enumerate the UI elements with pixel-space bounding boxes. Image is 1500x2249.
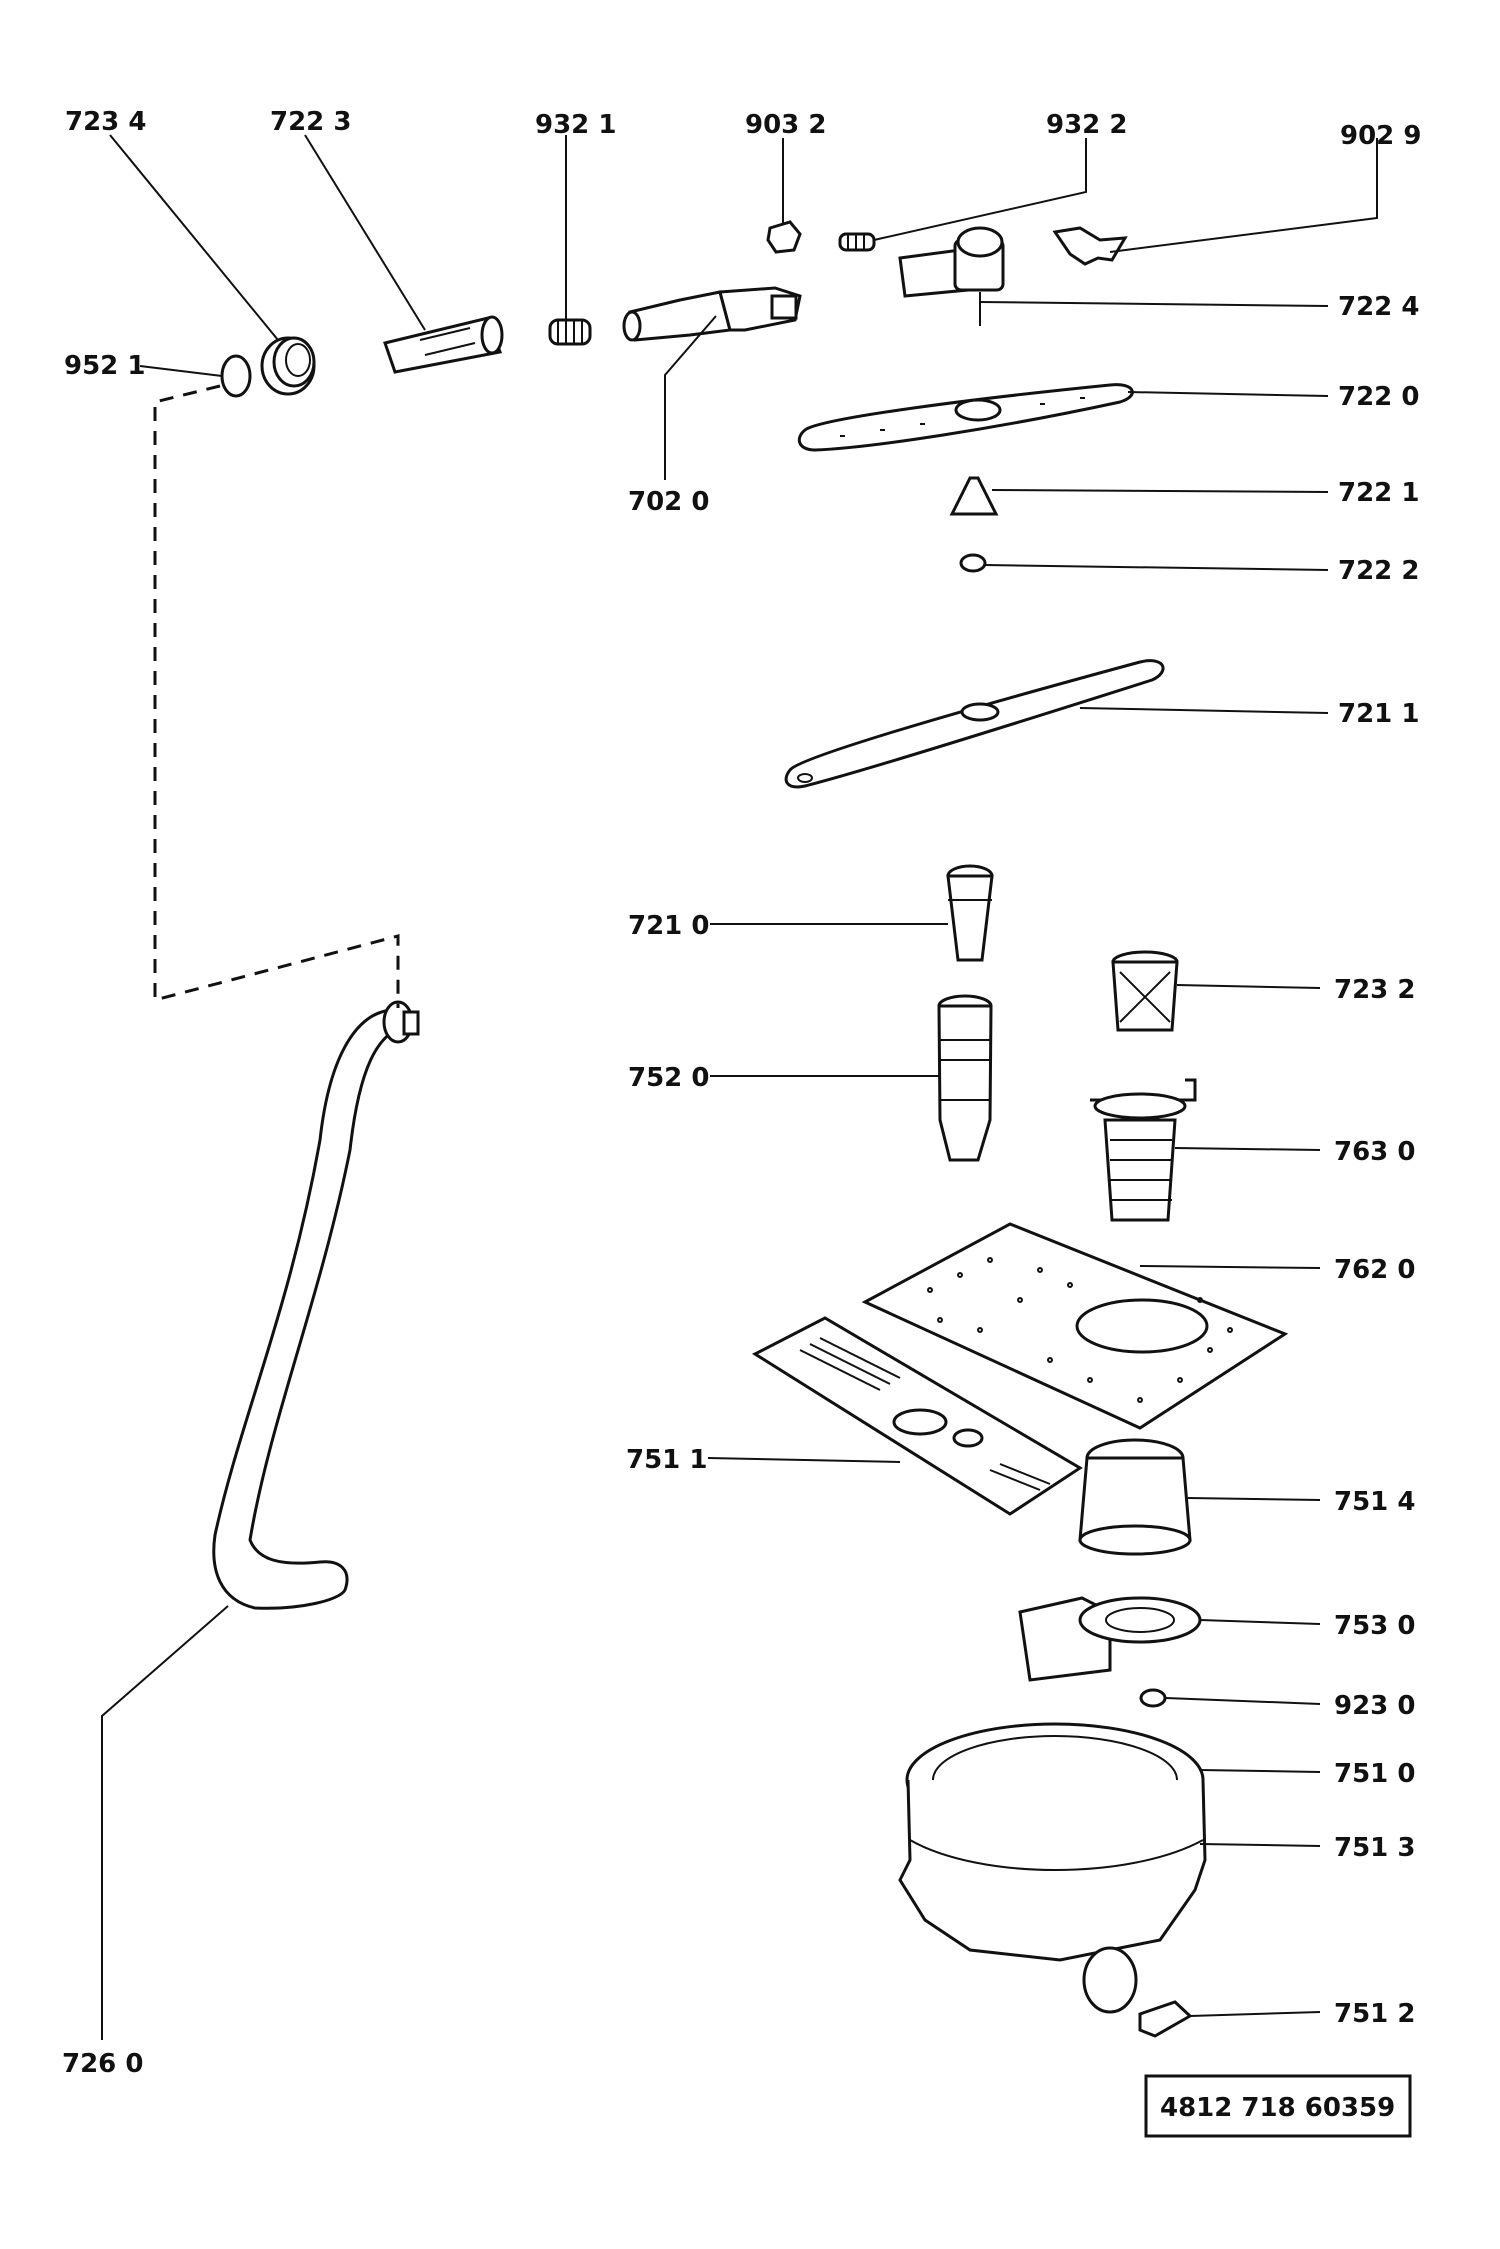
callout-9322: 932 2 (1046, 110, 1127, 140)
part-small-spring (838, 232, 876, 252)
callout-7530: 753 0 (1334, 1611, 1415, 1641)
callout-7020: 702 0 (628, 487, 709, 517)
part-threaded-nut (260, 336, 316, 396)
callout-9521: 952 1 (64, 351, 145, 381)
part-fine-filter-plate (861, 1222, 1289, 1430)
callout-7211: 721 1 (1338, 699, 1419, 729)
callout-7520: 752 0 (628, 1063, 709, 1093)
part-water-pipe (937, 994, 993, 1162)
callout-7210: 721 0 (628, 911, 709, 941)
part-sump (898, 1722, 1207, 2014)
part-upper-spray-arm (797, 383, 1134, 452)
callout-9029: 902 9 (1340, 121, 1421, 151)
part-sleeve (383, 315, 504, 374)
callout-7220: 722 0 (1338, 382, 1419, 412)
callout-7630: 763 0 (1334, 1137, 1415, 1167)
part-micro-filter (1111, 950, 1179, 1032)
part-lower-spray-arm (784, 659, 1165, 789)
part-wing-nut (1052, 226, 1128, 266)
callout-7222: 722 2 (1338, 556, 1419, 586)
callout-7513: 751 3 (1334, 1833, 1415, 1863)
reference-number-box: 4812 718 60359 (1144, 2074, 1412, 2138)
part-hose (212, 1000, 420, 1610)
reference-number: 4812 718 60359 (1160, 2093, 1395, 2123)
part-pump-cover (1018, 1596, 1202, 1682)
callout-7510: 751 0 (1334, 1759, 1415, 1789)
callout-9032: 903 2 (745, 110, 826, 140)
part-coarse-filter-grille (751, 1316, 1083, 1516)
part-plug (1138, 2000, 1193, 2038)
leader-lines (101, 134, 1378, 2040)
part-small-nut (766, 220, 802, 254)
callout-7221: 722 1 (1338, 478, 1419, 508)
callout-7232: 723 2 (1334, 975, 1415, 1005)
part-strainer (1090, 1078, 1197, 1222)
part-filter-cylinder (1078, 1438, 1192, 1556)
part-o-ring (220, 354, 252, 398)
part-gasket-ring (1139, 1688, 1167, 1708)
callout-9321: 932 1 (535, 110, 616, 140)
callout-9230: 923 0 (1334, 1691, 1415, 1721)
callout-7514: 751 4 (1334, 1487, 1415, 1517)
part-nozzle-valve (622, 286, 802, 342)
connection-dash-line (153, 384, 400, 1008)
part-arm-connector (949, 476, 999, 516)
callout-labels: 723 4 722 3 932 1 903 2 932 2 902 9 722 … (62, 107, 1421, 2079)
callout-7511: 751 1 (626, 1445, 707, 1475)
callout-7223: 722 3 (270, 107, 351, 137)
callout-7224: 722 4 (1338, 292, 1419, 322)
part-arm-hub (898, 226, 1005, 326)
callout-7512: 751 2 (1334, 1999, 1415, 2029)
callout-7234: 723 4 (65, 107, 146, 137)
part-spray-tube (946, 864, 994, 962)
callout-7620: 762 0 (1334, 1255, 1415, 1285)
part-spring (548, 318, 592, 346)
part-small-screw (959, 553, 987, 573)
callout-7260: 726 0 (62, 2049, 143, 2079)
